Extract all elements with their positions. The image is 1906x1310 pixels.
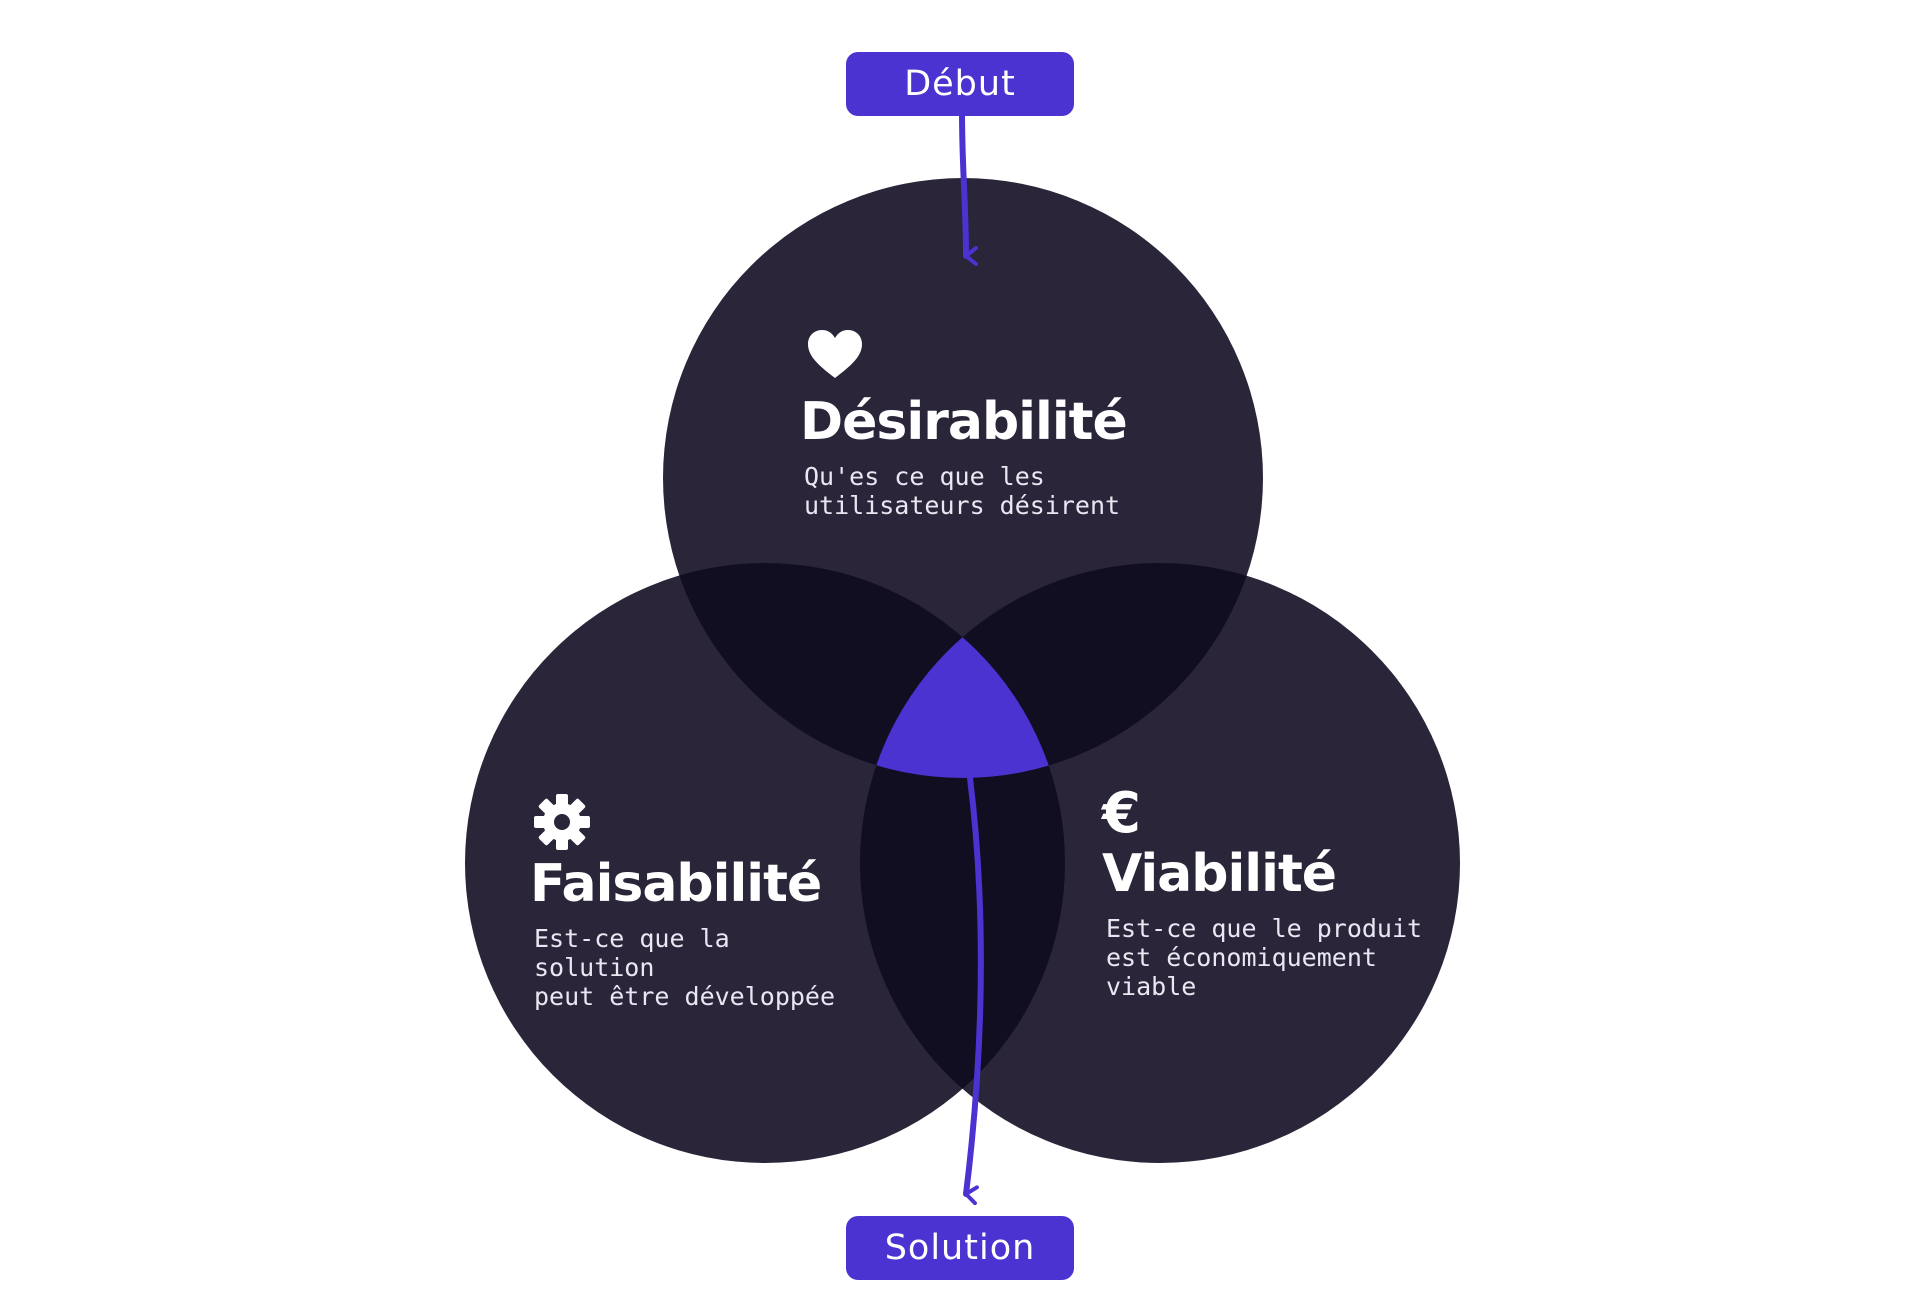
overlap-center (860, 563, 1065, 778)
feasibility-description: Est-ce que la solution peut être dévelop… (534, 924, 836, 1011)
desirability-text: Désirabilité Qu'es ce que les utilisateu… (800, 392, 1128, 520)
solution-label: Solution (846, 1216, 1074, 1280)
desirability-description: Qu'es ce que les utilisateurs désirent (804, 462, 1121, 520)
viability-description: Est-ce que le produit est économiquement… (1106, 914, 1423, 1001)
arrow-center-to-solution (963, 775, 984, 1206)
euro-icon: € (1102, 781, 1141, 846)
start-label: Début (846, 52, 1074, 116)
gear-icon (534, 794, 590, 850)
heart-icon (808, 330, 862, 378)
feasibility-text: Faisabilité Est-ce que la solution peut … (530, 856, 854, 1011)
desirability-title: Désirabilité (800, 392, 1128, 452)
viability-text: Viabilité Est-ce que le produit est écon… (1102, 846, 1426, 1001)
arrow-start-to-desirability (959, 109, 979, 266)
viability-title: Viabilité (1102, 844, 1337, 904)
feasibility-title: Faisabilité (530, 854, 822, 914)
